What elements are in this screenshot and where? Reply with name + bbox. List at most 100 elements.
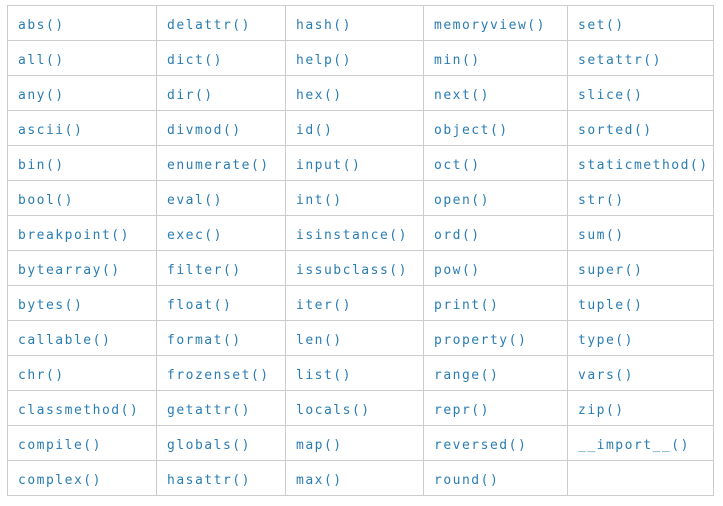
function-link[interactable]: staticmethod() — [578, 157, 709, 173]
function-link[interactable]: bool() — [18, 192, 74, 208]
function-link[interactable]: type() — [578, 332, 634, 348]
function-link[interactable]: pow() — [434, 262, 481, 278]
function-link[interactable]: sorted() — [578, 122, 653, 138]
function-link[interactable]: zip() — [578, 402, 625, 418]
function-link[interactable]: dict() — [167, 52, 223, 68]
table-cell: min() — [423, 40, 568, 76]
function-link[interactable]: bytearray() — [18, 262, 121, 278]
function-link[interactable]: object() — [434, 122, 509, 138]
function-link[interactable]: classmethod() — [18, 402, 140, 418]
function-link[interactable]: frozenset() — [167, 367, 270, 383]
table-cell: dir() — [156, 75, 286, 111]
table-cell: max() — [285, 460, 424, 496]
function-link[interactable]: isinstance() — [296, 227, 408, 243]
table-cell: repr() — [423, 390, 568, 426]
table-cell: tuple() — [567, 285, 714, 321]
function-link[interactable]: hasattr() — [167, 472, 251, 488]
function-link[interactable]: list() — [296, 367, 352, 383]
table-cell: bytearray() — [7, 250, 157, 286]
function-link[interactable]: ord() — [434, 227, 481, 243]
function-link[interactable]: oct() — [434, 157, 481, 173]
function-link[interactable]: str() — [578, 192, 625, 208]
function-link[interactable]: tuple() — [578, 297, 644, 313]
function-link[interactable]: round() — [434, 472, 500, 488]
function-link[interactable]: input() — [296, 157, 362, 173]
function-link[interactable]: bytes() — [18, 297, 84, 313]
table-cell: set() — [567, 5, 714, 41]
function-link[interactable]: callable() — [18, 332, 112, 348]
table-cell: len() — [285, 320, 424, 356]
table-cell: range() — [423, 355, 568, 391]
table-cell: compile() — [7, 425, 157, 461]
function-link[interactable]: chr() — [18, 367, 65, 383]
function-link[interactable]: property() — [434, 332, 528, 348]
function-link[interactable]: id() — [296, 122, 334, 138]
table-cell: hasattr() — [156, 460, 286, 496]
function-link[interactable]: issubclass() — [296, 262, 408, 278]
table-cell: map() — [285, 425, 424, 461]
function-link[interactable]: reversed() — [434, 437, 528, 453]
function-link[interactable]: map() — [296, 437, 343, 453]
table-cell: zip() — [567, 390, 714, 426]
table-row: ascii() divmod() id() object() sorted() — [7, 110, 714, 146]
function-link[interactable]: all() — [18, 52, 65, 68]
function-link[interactable]: min() — [434, 52, 481, 68]
function-link[interactable]: format() — [167, 332, 242, 348]
function-link[interactable]: hash() — [296, 17, 352, 33]
table-row: bytes() float() iter() print() tuple() — [7, 285, 714, 321]
function-link[interactable]: max() — [296, 472, 343, 488]
function-link[interactable]: help() — [296, 52, 352, 68]
function-link[interactable]: slice() — [578, 87, 644, 103]
function-link[interactable]: filter() — [167, 262, 242, 278]
function-link[interactable]: complex() — [18, 472, 102, 488]
table-cell: property() — [423, 320, 568, 356]
function-link[interactable]: open() — [434, 192, 490, 208]
function-link[interactable]: int() — [296, 192, 343, 208]
table-cell: classmethod() — [7, 390, 157, 426]
table-cell: float() — [156, 285, 286, 321]
function-link[interactable]: enumerate() — [167, 157, 270, 173]
function-link[interactable]: dir() — [167, 87, 214, 103]
function-link[interactable]: range() — [434, 367, 500, 383]
table-cell: setattr() — [567, 40, 714, 76]
function-link[interactable]: memoryview() — [434, 17, 546, 33]
table-row: all() dict() help() min() setattr() — [7, 40, 714, 76]
table-cell: slice() — [567, 75, 714, 111]
function-link[interactable]: exec() — [167, 227, 223, 243]
function-link[interactable]: hex() — [296, 87, 343, 103]
function-link[interactable]: vars() — [578, 367, 634, 383]
table-cell: sorted() — [567, 110, 714, 146]
function-link[interactable]: print() — [434, 297, 500, 313]
table-cell: chr() — [7, 355, 157, 391]
function-link[interactable]: delattr() — [167, 17, 251, 33]
function-link[interactable]: ascii() — [18, 122, 84, 138]
function-link[interactable]: abs() — [18, 17, 65, 33]
function-link[interactable]: globals() — [167, 437, 251, 453]
function-link[interactable]: any() — [18, 87, 65, 103]
function-link[interactable]: len() — [296, 332, 343, 348]
function-link[interactable]: bin() — [18, 157, 65, 173]
function-link[interactable]: super() — [578, 262, 644, 278]
table-row: bool() eval() int() open() str() — [7, 180, 714, 216]
function-link[interactable]: getattr() — [167, 402, 251, 418]
builtin-functions-table-container: abs() delattr() hash() memoryview() set() all… — [7, 5, 714, 496]
function-link[interactable]: compile() — [18, 437, 102, 453]
function-link[interactable]: __import__() — [578, 437, 690, 453]
table-row: chr() frozenset() list() range() vars() — [7, 355, 714, 391]
function-link[interactable]: iter() — [296, 297, 352, 313]
function-link[interactable]: float() — [167, 297, 233, 313]
function-link[interactable]: setattr() — [578, 52, 662, 68]
function-link[interactable]: sum() — [578, 227, 625, 243]
function-link[interactable]: repr() — [434, 402, 490, 418]
table-cell: ord() — [423, 215, 568, 251]
function-link[interactable]: divmod() — [167, 122, 242, 138]
table-cell: frozenset() — [156, 355, 286, 391]
table-cell: any() — [7, 75, 157, 111]
function-link[interactable]: eval() — [167, 192, 223, 208]
function-link[interactable]: breakpoint() — [18, 227, 130, 243]
table-cell: callable() — [7, 320, 157, 356]
function-link[interactable]: locals() — [296, 402, 371, 418]
function-link[interactable]: set() — [578, 17, 625, 33]
function-link[interactable]: next() — [434, 87, 490, 103]
table-cell: iter() — [285, 285, 424, 321]
